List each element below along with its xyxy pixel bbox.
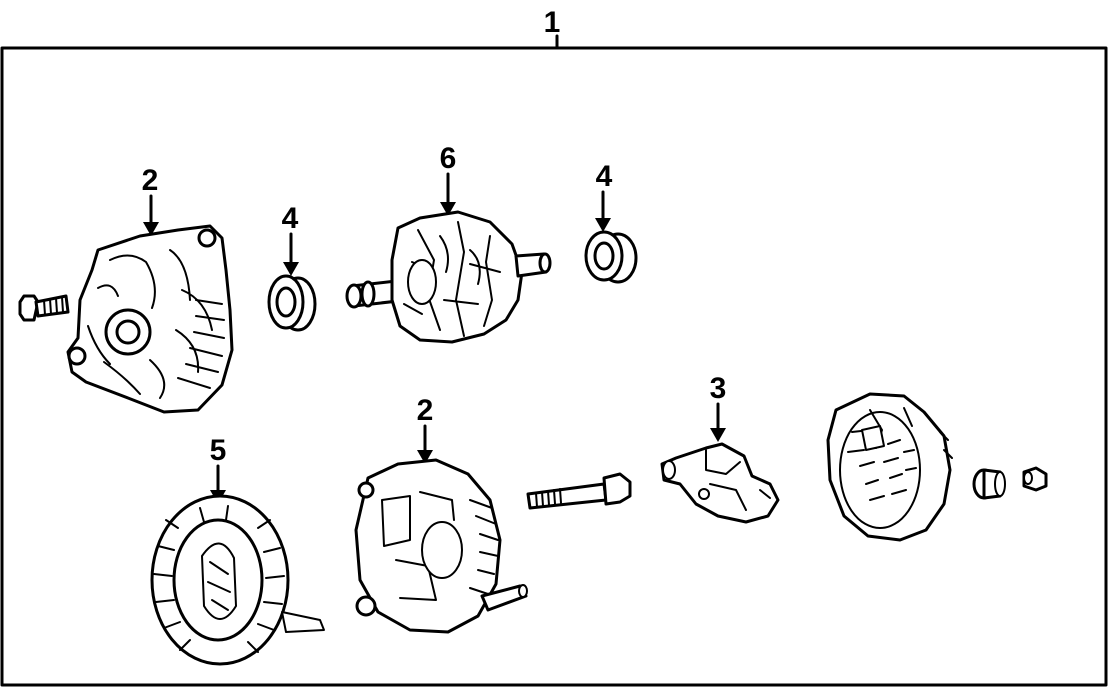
stator: 5 (150, 434, 325, 666)
callout-1-label: 1 (544, 6, 561, 39)
callout-front-bearing-label: 4 (282, 202, 299, 235)
rear-bearing: 4 (584, 160, 638, 284)
terminal-nut (1022, 466, 1048, 492)
callout-stator-label: 5 (210, 434, 227, 467)
through-bolt-short (18, 294, 70, 322)
front-housing: 2 (66, 164, 234, 414)
front-bearing: 4 (267, 202, 317, 332)
voltage-regulator: 3 (660, 372, 780, 524)
callout-front-housing-label: 2 (142, 164, 159, 197)
terminal-insulator (972, 468, 1006, 500)
callout-rear-bearing-label: 4 (596, 160, 613, 193)
through-bolt-long (526, 472, 632, 510)
assembly-frame (0, 46, 1108, 687)
callout-rotor-label: 6 (440, 142, 457, 175)
callout-rear-housing-label: 2 (417, 394, 434, 427)
rear-housing: 2 (354, 394, 528, 634)
callout-regulator-label: 3 (710, 372, 727, 405)
rear-cover (826, 392, 953, 542)
assembly-bracket: 1 (0, 6, 1108, 687)
rotor: 6 (345, 142, 552, 344)
